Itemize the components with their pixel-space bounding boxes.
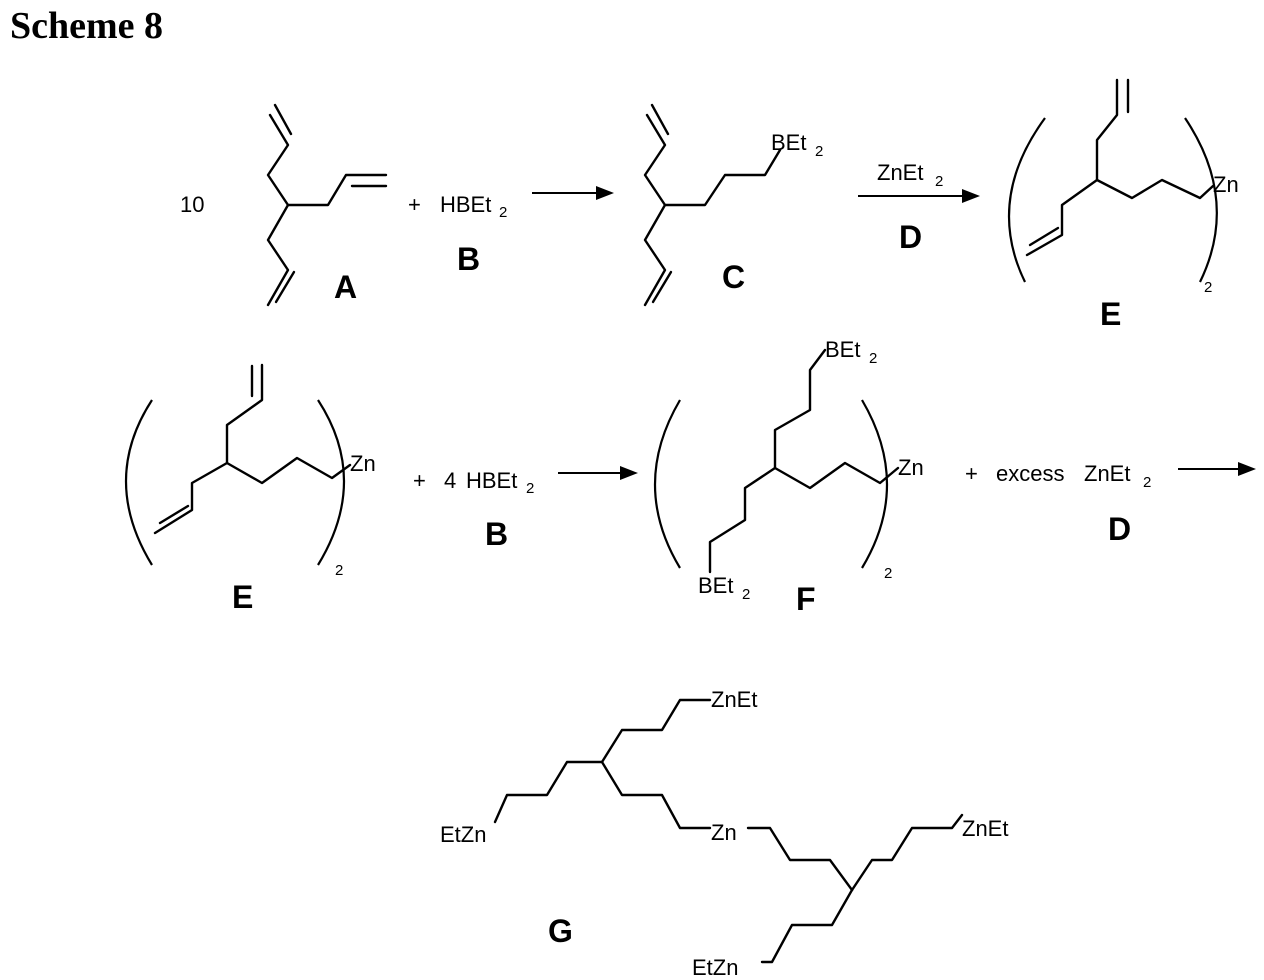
reaction-arrow-2: ZnEt 2 D — [858, 160, 980, 255]
label-e: E — [1100, 296, 1121, 332]
zinc-atom: Zn — [1213, 172, 1239, 197]
compound-f: BEt 2 Zn BEt 2 2 F — [655, 337, 924, 617]
subscript-2: 2 — [335, 562, 343, 579]
zinc-atom: Zn — [898, 455, 924, 480]
stoich-coefficient-4: 4 — [444, 468, 456, 493]
subscript-2: 2 — [869, 350, 877, 367]
znet-group-top: ZnEt — [711, 687, 757, 712]
subscript-2: 2 — [499, 204, 507, 221]
bet2-group: BEt — [771, 130, 806, 155]
label-b: B — [457, 241, 480, 277]
label-f: F — [796, 581, 816, 617]
reagent-b-1: + HBEt 2 B — [408, 192, 507, 277]
etzn-group-bottom: EtZn — [692, 955, 738, 980]
label-d: D — [899, 219, 922, 255]
subscript-2: 2 — [1204, 279, 1212, 296]
reagent-b-2: + 4 HBEt 2 B — [413, 468, 534, 552]
compound-e-1: Zn 2 E — [1009, 80, 1239, 332]
label-g: G — [548, 913, 573, 949]
znet-group-right: ZnEt — [962, 816, 1008, 841]
label-b-2: B — [485, 516, 508, 552]
zinc-atom-central: Zn — [711, 820, 737, 845]
reaction-arrow-1 — [532, 186, 614, 200]
reagent-d-excess: + excess ZnEt 2 D — [965, 461, 1151, 547]
hbet2-formula: HBEt — [466, 468, 517, 493]
scheme-title: Scheme 8 — [10, 5, 163, 47]
reaction-arrow-4 — [1178, 462, 1256, 476]
subscript-2: 2 — [815, 143, 823, 160]
bet2-group-top: BEt — [825, 337, 860, 362]
znet2-reagent: ZnEt — [877, 160, 923, 185]
label-c: C — [722, 259, 745, 295]
plus-sign: + — [413, 468, 426, 493]
compound-e-2: Zn 2 E — [126, 365, 376, 615]
bet2-group-bottom: BEt — [698, 573, 733, 598]
label-a: A — [334, 269, 357, 305]
subscript-2: 2 — [884, 565, 892, 582]
compound-a: 10 A — [180, 105, 386, 305]
subscript-2: 2 — [1143, 474, 1151, 491]
hbet2-formula: HBEt — [440, 192, 491, 217]
stoich-coefficient: 10 — [180, 192, 204, 217]
compound-c: BEt 2 C — [645, 105, 823, 305]
zinc-atom: Zn — [350, 451, 376, 476]
label-e-2: E — [232, 579, 253, 615]
excess-label: excess — [996, 461, 1064, 486]
plus-sign: + — [408, 192, 421, 217]
subscript-2: 2 — [742, 586, 750, 603]
znet2-reagent: ZnEt — [1084, 461, 1130, 486]
label-d-2: D — [1108, 511, 1131, 547]
subscript-2: 2 — [526, 480, 534, 497]
reaction-arrow-3 — [558, 466, 638, 480]
plus-sign: + — [965, 461, 978, 486]
etzn-group-left: EtZn — [440, 822, 486, 847]
subscript-2: 2 — [935, 173, 943, 190]
compound-g: ZnEt EtZn Zn ZnEt EtZn G — [440, 687, 1008, 980]
